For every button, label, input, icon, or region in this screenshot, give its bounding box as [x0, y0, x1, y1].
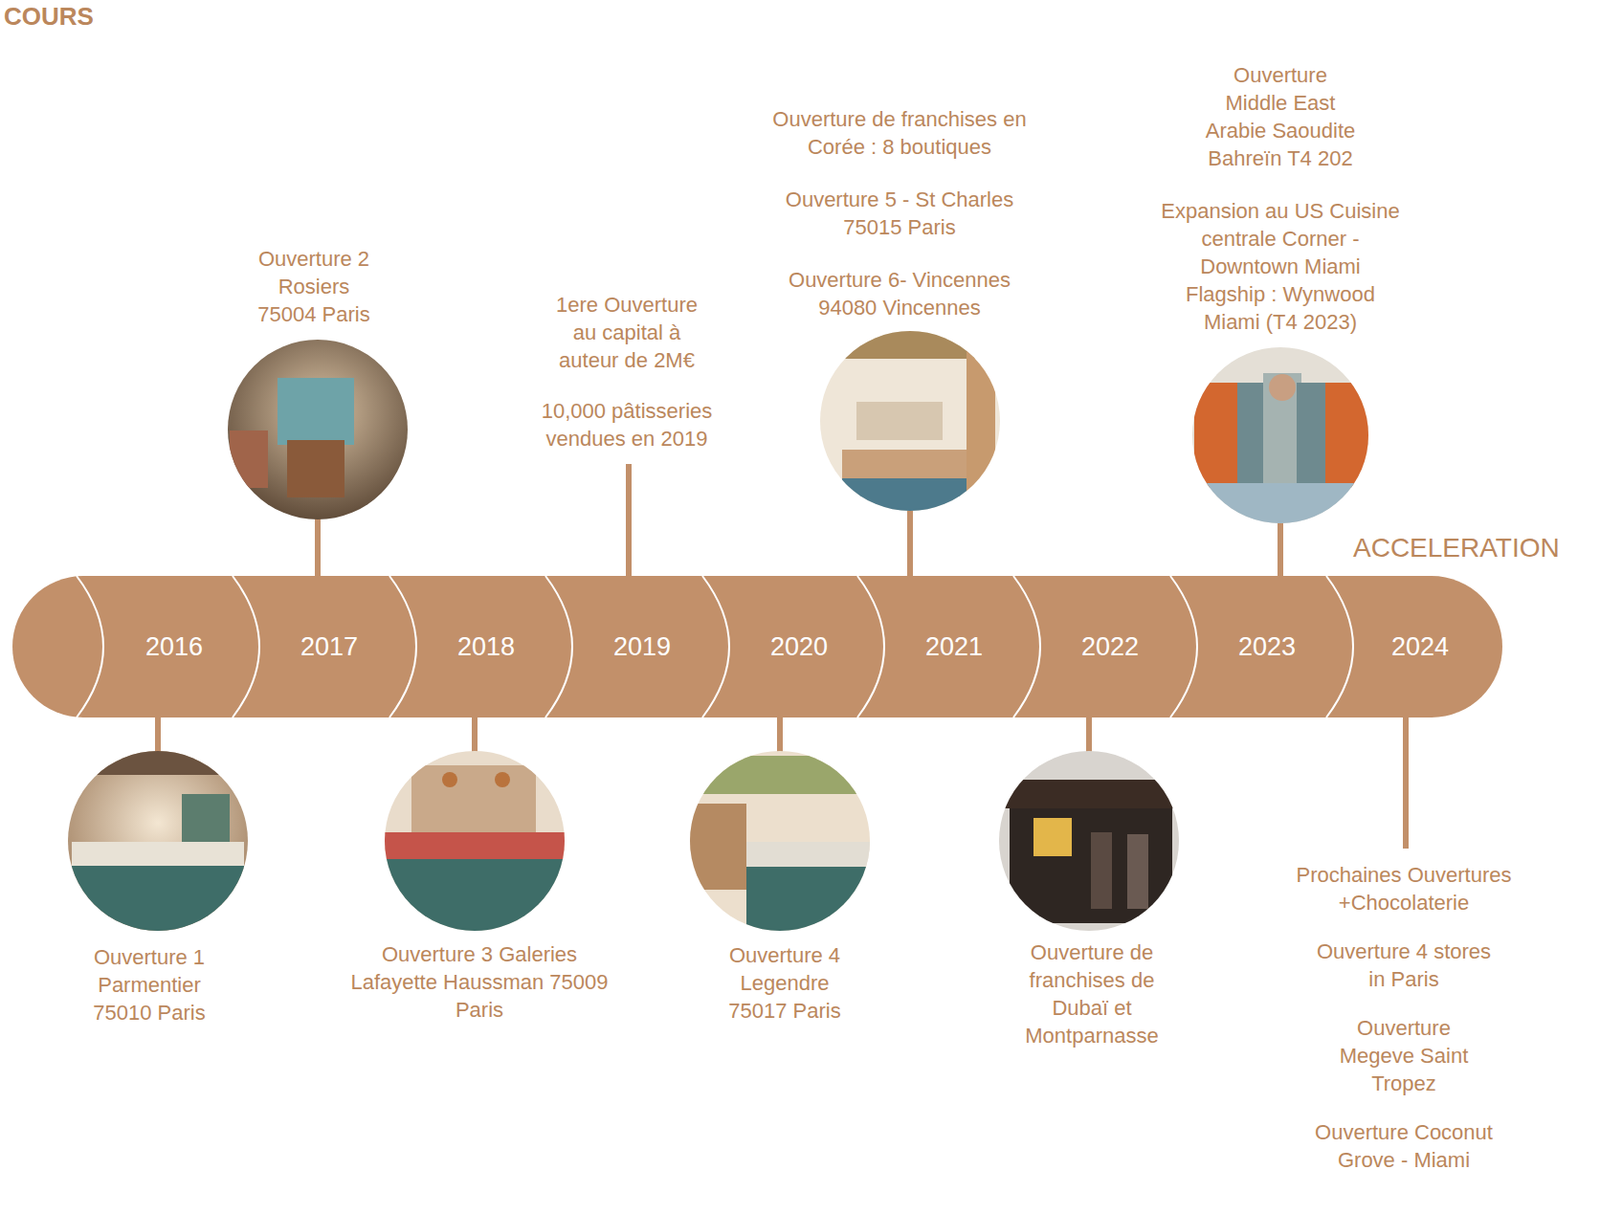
milestone-note: Prochaines Ouvertures +Chocolaterie	[1269, 861, 1538, 917]
milestone-note: Ouverture de franchises en Corée : 8 bou…	[763, 105, 1037, 161]
annotation-group: 1ere Ouverture au capital à auteur de 2M…	[425, 290, 828, 453]
year-text: 2016	[145, 632, 203, 663]
year-segment: 2022	[1047, 576, 1173, 718]
year-segment: 2018	[423, 576, 549, 718]
year-text: 2020	[770, 632, 828, 663]
milestone-note: Ouverture Middle East Arabie Saoudite Ba…	[1200, 61, 1361, 173]
annotation-group: Ouverture 3 Galeries Lafayette Haussman …	[278, 940, 681, 1024]
milestone-note: Ouverture Megeve Saint Tropez	[1336, 1014, 1471, 1098]
year-text: 2023	[1238, 632, 1296, 663]
annotation-group: Ouverture Middle East Arabie Saoudite Ba…	[1079, 61, 1482, 336]
shop-photo	[679, 746, 881, 938]
phase-label: ACCELERATION	[1353, 532, 1560, 565]
year-segment: 2020	[736, 576, 862, 718]
year-segment: 2019	[579, 576, 705, 718]
annotation-group: Ouverture 4 Legendre 75017 Paris	[583, 941, 986, 1025]
year-text: 2024	[1391, 632, 1449, 663]
year-text: 2018	[457, 632, 515, 663]
shop-photo	[995, 746, 1197, 938]
year-segment: 2021	[891, 576, 1017, 718]
year-segment: 2024	[1357, 576, 1483, 718]
shop-photo	[373, 746, 575, 938]
year-text: 2021	[925, 632, 983, 663]
annotation-group: Ouverture de franchises en Corée : 8 bou…	[698, 105, 1101, 322]
annotation-group: Prochaines Ouvertures +ChocolaterieOuver…	[1202, 861, 1600, 1175]
shop-photo	[813, 325, 1015, 517]
milestone-note: Ouverture 5 - St Charles 75015 Paris	[763, 185, 1037, 242]
shop-photo	[57, 746, 259, 938]
year-segment: 2023	[1204, 576, 1330, 718]
milestone-note: Ouverture 4 Legendre 75017 Paris	[717, 941, 852, 1025]
milestone-note: Ouverture 3 Galeries Lafayette Haussman …	[340, 940, 619, 1024]
milestone-note: Ouverture de franchises de Dubaï et Mont…	[1015, 938, 1169, 1050]
milestone-note: Expansion au US Cuisine centrale Corner …	[1158, 197, 1403, 336]
milestone-note: 10,000 pâtisseries vendues en 2019	[526, 397, 728, 453]
annotation-group: Ouverture 2 Rosiers 75004 Paris	[112, 244, 515, 329]
shop-photo	[1186, 344, 1378, 541]
page-title: COURS	[3, 1, 94, 32]
band-separators	[76, 576, 1354, 718]
timeline-band	[12, 576, 1503, 718]
milestone-note: Ouverture 2 Rosiers 75004 Paris	[249, 244, 379, 329]
year-text: 2017	[300, 632, 358, 663]
year-segment: 2016	[111, 576, 237, 718]
year-text: 2019	[613, 632, 671, 663]
year-text: 2022	[1081, 632, 1139, 663]
milestone-note: Ouverture 6- Vincennes 94080 Vincennes	[763, 266, 1037, 322]
milestone-note: 1ere Ouverture au capital à auteur de 2M…	[550, 290, 704, 375]
milestone-note: Ouverture 4 stores in Paris	[1308, 937, 1500, 994]
annotation-group: Ouverture 1 Parmentier 75010 Paris	[0, 943, 351, 1027]
annotation-group: Ouverture de franchises de Dubaï et Mont…	[890, 938, 1293, 1050]
shop-photo	[220, 334, 422, 527]
milestone-note: Ouverture 1 Parmentier 75010 Paris	[82, 943, 217, 1027]
milestone-note: Ouverture Coconut Grove - Miami	[1288, 1118, 1519, 1175]
year-segment: 2017	[266, 576, 392, 718]
